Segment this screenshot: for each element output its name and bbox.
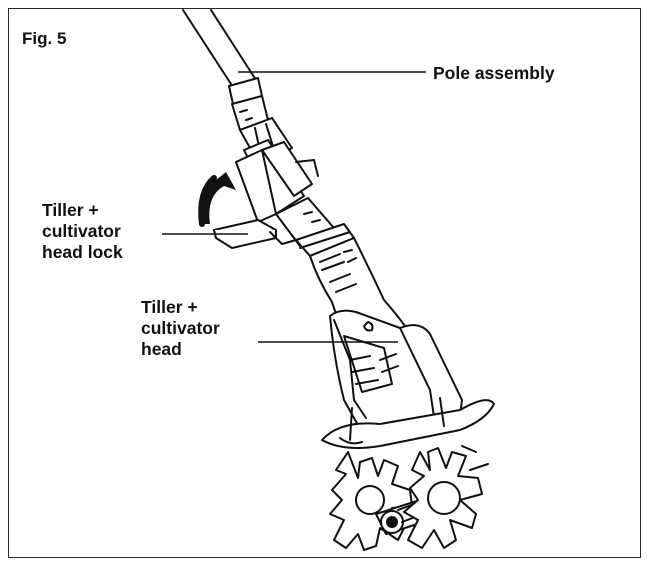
curved-arrow-icon <box>198 172 236 227</box>
head-label: Tiller + cultivator head <box>141 297 220 360</box>
head-lock-label-line: Tiller + <box>42 200 99 220</box>
head-lock-lever <box>213 219 297 249</box>
figure-frame <box>8 8 641 558</box>
tine-right <box>403 445 489 549</box>
head-label-line: cultivator <box>141 318 220 338</box>
head-lock-label-line: cultivator <box>42 221 121 241</box>
pole-assembly-label: Pole assembly <box>433 63 555 83</box>
pole-assembly <box>182 9 269 131</box>
base-skirt <box>321 397 495 449</box>
figure-title: Fig. 5 <box>22 29 67 48</box>
tiller-cultivator-head <box>329 309 463 441</box>
head-lock-label: Tiller + cultivator head lock <box>42 200 123 263</box>
head-lock-label-line: head lock <box>42 242 123 262</box>
head-label-line: head <box>141 339 182 359</box>
head-label-line: Tiller + <box>141 297 198 317</box>
tine-left <box>329 451 413 551</box>
